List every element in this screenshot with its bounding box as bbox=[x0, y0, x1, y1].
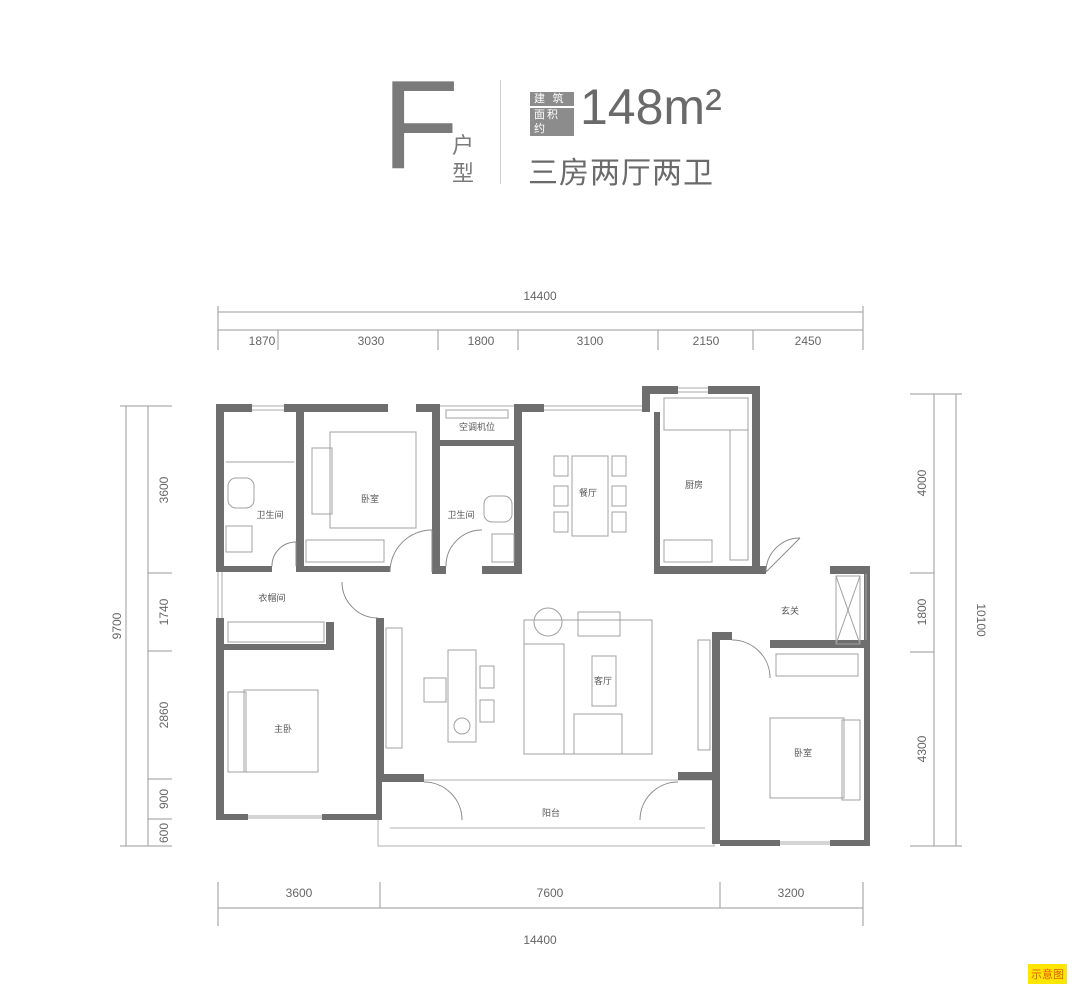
dim-top-4: 3100 bbox=[577, 334, 604, 348]
walls bbox=[216, 386, 870, 846]
area-label-line-2: 面积约 bbox=[530, 108, 574, 136]
dim-right-3: 4300 bbox=[915, 735, 929, 762]
furniture bbox=[225, 397, 861, 801]
room-labels: 卫生间 卧室 空调机位 卫生间 餐厅 厨房 衣帽间 玄关 客厅 主卧 卧室 阳台 bbox=[256, 421, 812, 819]
dim-top-5: 2150 bbox=[693, 334, 720, 348]
header-divider bbox=[500, 80, 501, 184]
room-closet: 衣帽间 bbox=[258, 592, 285, 604]
room-dining: 餐厅 bbox=[579, 487, 597, 499]
layout-description: 三房两厅两卫 bbox=[528, 156, 714, 191]
dim-top-1: 1870 bbox=[249, 334, 276, 348]
dim-top-2: 3030 bbox=[358, 334, 385, 348]
dim-top-3: 1800 bbox=[468, 334, 495, 348]
unit-type-char-2: 型 bbox=[452, 162, 475, 187]
windows bbox=[217, 387, 867, 845]
room-living: 客厅 bbox=[594, 675, 612, 687]
unit-type-letter: F bbox=[382, 54, 459, 195]
dimension-labels: 14400 1870 3030 1800 3100 2150 2450 3600… bbox=[110, 289, 988, 947]
room-bath-mid: 卫生间 bbox=[447, 509, 474, 521]
dim-bottom-1: 3600 bbox=[286, 886, 313, 900]
dim-top-6: 2450 bbox=[795, 334, 822, 348]
room-balcony: 阳台 bbox=[542, 807, 560, 819]
room-entrance: 玄关 bbox=[781, 605, 799, 617]
room-ac-unit: 空调机位 bbox=[459, 421, 495, 433]
dim-left-2: 1740 bbox=[157, 598, 171, 625]
room-bedroom-top: 卧室 bbox=[361, 493, 379, 505]
dim-left-4: 900 bbox=[157, 789, 171, 809]
dim-right-1: 4000 bbox=[915, 469, 929, 496]
dim-bottom-total: 14400 bbox=[523, 933, 557, 947]
room-bath-left: 卫生间 bbox=[256, 509, 283, 521]
dim-right-total: 10100 bbox=[974, 603, 988, 637]
unit-type-char-1: 户 bbox=[452, 134, 475, 159]
room-kitchen: 厨房 bbox=[685, 479, 703, 491]
dim-bottom-2: 7600 bbox=[537, 886, 564, 900]
dim-top-total: 14400 bbox=[523, 289, 557, 303]
dim-right-2: 1800 bbox=[915, 598, 929, 625]
area-label: 建 筑 面积约 bbox=[530, 92, 574, 138]
room-bedroom-right: 卧室 bbox=[794, 747, 812, 759]
doors bbox=[271, 529, 801, 821]
dim-left-1: 3600 bbox=[157, 476, 171, 503]
area-value: 148m² bbox=[580, 79, 722, 135]
schematic-stamp: 示意图 bbox=[1028, 964, 1067, 984]
dim-left-total: 9700 bbox=[110, 612, 124, 639]
dim-left-3: 2860 bbox=[157, 701, 171, 728]
room-master: 主卧 bbox=[274, 723, 292, 735]
dimension-lines bbox=[120, 306, 962, 926]
area-label-line-1: 建 筑 bbox=[530, 92, 574, 106]
dim-bottom-3: 3200 bbox=[778, 886, 805, 900]
dim-left-5: 600 bbox=[157, 823, 171, 843]
